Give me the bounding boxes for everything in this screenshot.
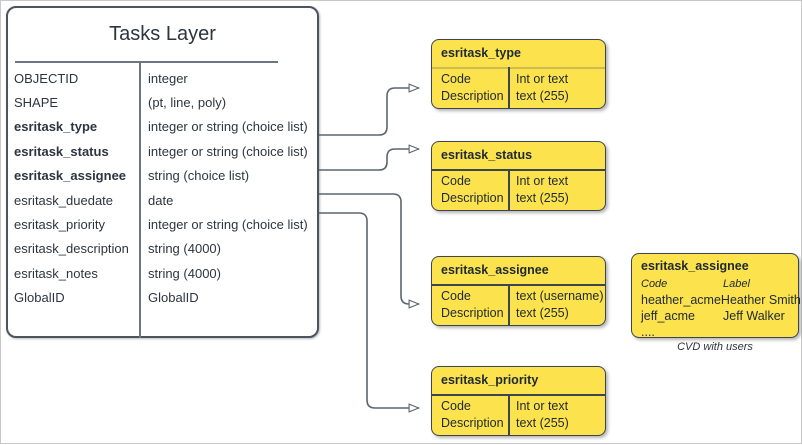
table-row[interactable]: esritask_duedate date (8, 188, 317, 212)
field-type: integer or string (choice list) (148, 119, 308, 135)
connector-assignee (319, 193, 419, 304)
domain-right-line: text (username) (516, 289, 604, 303)
field-type: integer (148, 70, 188, 86)
cvd-code: .... (641, 325, 655, 339)
domain-box-esritask-priority[interactable]: esritask_priority Code Description Int o… (431, 366, 606, 436)
domain-left-column: Code Description (441, 288, 504, 322)
cvd-values-box[interactable]: esritask_assignee Code Label heather_acm… (631, 253, 801, 340)
domain-right-line: text (255) (516, 191, 569, 205)
list-item: jeff_acme Jeff Walker (641, 308, 792, 324)
domain-right-column: text (username) text (255) (516, 288, 604, 322)
entity-tasks-layer[interactable]: Tasks Layer OBJECTID integer SHAPE (pt, … (6, 6, 319, 338)
domain-right-line: text (255) (516, 416, 569, 430)
domain-left-column: Code Description (441, 71, 504, 105)
field-name: esritask_type (14, 119, 98, 135)
domain-title-divider (432, 284, 605, 286)
domain-column-divider (508, 284, 510, 325)
domain-left-line: Description (441, 416, 504, 430)
domain-title: esritask_status (441, 148, 533, 162)
connector-priority (319, 212, 419, 408)
domain-title: esritask_priority (441, 373, 539, 387)
domain-column-divider (508, 67, 510, 108)
field-name: esritask_duedate (14, 192, 114, 208)
domain-title-divider (432, 394, 605, 396)
domain-left-line: Code (441, 72, 471, 86)
table-row[interactable]: esritask_assignee string (choice list) (8, 164, 317, 188)
field-name: OBJECTID (14, 70, 79, 86)
domain-left-line: Description (441, 89, 504, 103)
cvd-grid: Code Label heather_acme Heather Smith je… (641, 276, 801, 340)
domain-right-line: text (255) (516, 89, 569, 103)
field-name: esritask_status (14, 143, 109, 159)
field-type: string (4000) (148, 265, 221, 281)
field-name: esritask_notes (14, 265, 98, 281)
domain-left-line: Description (441, 191, 504, 205)
domain-title: esritask_type (441, 46, 521, 60)
domain-title: esritask_assignee (441, 263, 549, 277)
domain-left-column: Code Description (441, 173, 504, 207)
domain-right-line: Int or text (516, 72, 569, 86)
cvd-header-row: Code Label (641, 276, 792, 292)
domain-right-line: Int or text (516, 399, 569, 413)
entity-title: Tasks Layer (109, 23, 216, 45)
table-row[interactable]: esritask_notes string (4000) (8, 261, 317, 285)
domain-column-divider (508, 394, 510, 435)
cvd-title: esritask_assignee (641, 259, 749, 273)
domain-left-line: Description (441, 306, 504, 320)
domain-right-line: Int or text (516, 174, 569, 188)
domain-title-divider (432, 169, 605, 171)
field-name: esritask_priority (14, 217, 106, 233)
domain-left-line: Code (441, 399, 471, 413)
table-row[interactable]: esritask_description string (4000) (8, 237, 317, 261)
domain-right-column: Int or text text (255) (516, 173, 569, 207)
cvd-label: Heather Smith (720, 293, 801, 307)
list-item: .... (641, 324, 792, 340)
list-item: heather_acme Heather Smith (641, 292, 801, 308)
field-type: integer or string (choice list) (148, 217, 308, 233)
cvd-code: heather_acme (641, 293, 721, 307)
entity-column-divider (139, 63, 141, 338)
domain-column-divider (508, 169, 510, 210)
table-row[interactable]: GlobalID GlobalID (8, 286, 317, 310)
table-row[interactable]: OBJECTID integer (8, 66, 317, 90)
domain-box-esritask-assignee[interactable]: esritask_assignee Code Description text … (431, 256, 606, 326)
entity-title-divider (15, 61, 278, 63)
domain-box-esritask-status[interactable]: esritask_status Code Description Int or … (431, 141, 606, 211)
field-type: GlobalID (148, 290, 199, 306)
domain-title-divider (432, 67, 605, 69)
field-name: esritask_assignee (14, 168, 127, 184)
domain-left-column: Code Description (441, 398, 504, 432)
domain-left-line: Code (441, 289, 471, 303)
field-name: SHAPE (14, 95, 59, 111)
table-row[interactable]: esritask_status integer or string (choic… (8, 139, 317, 163)
domain-right-line: text (255) (516, 306, 569, 320)
cvd-caption: CVD with users (677, 341, 753, 353)
table-row[interactable]: esritask_priority integer or string (cho… (8, 212, 317, 236)
cvd-label: Jeff Walker (723, 309, 785, 323)
field-type: integer or string (choice list) (148, 143, 308, 159)
entity-field-list: OBJECTID integer SHAPE (pt, line, poly) … (8, 66, 317, 310)
field-type: date (148, 192, 174, 208)
domain-right-column: Int or text text (255) (516, 71, 569, 105)
field-name: GlobalID (14, 290, 65, 306)
field-type: string (choice list) (148, 168, 250, 184)
domain-left-line: Code (441, 174, 471, 188)
field-type: (pt, line, poly) (148, 95, 227, 111)
cvd-header-code: Code (641, 278, 668, 290)
cvd-code: jeff_acme (641, 309, 695, 323)
domain-box-esritask-type[interactable]: esritask_type Code Description Int or te… (431, 39, 606, 109)
table-row[interactable]: SHAPE (pt, line, poly) (8, 90, 317, 114)
field-type: string (4000) (148, 241, 221, 257)
domain-right-column: Int or text text (255) (516, 398, 569, 432)
connector-status (319, 149, 419, 171)
field-name: esritask_description (14, 241, 129, 257)
table-row[interactable]: esritask_type integer or string (choice … (8, 115, 317, 139)
connector-type (319, 88, 419, 136)
cvd-header-label: Label (723, 278, 750, 290)
